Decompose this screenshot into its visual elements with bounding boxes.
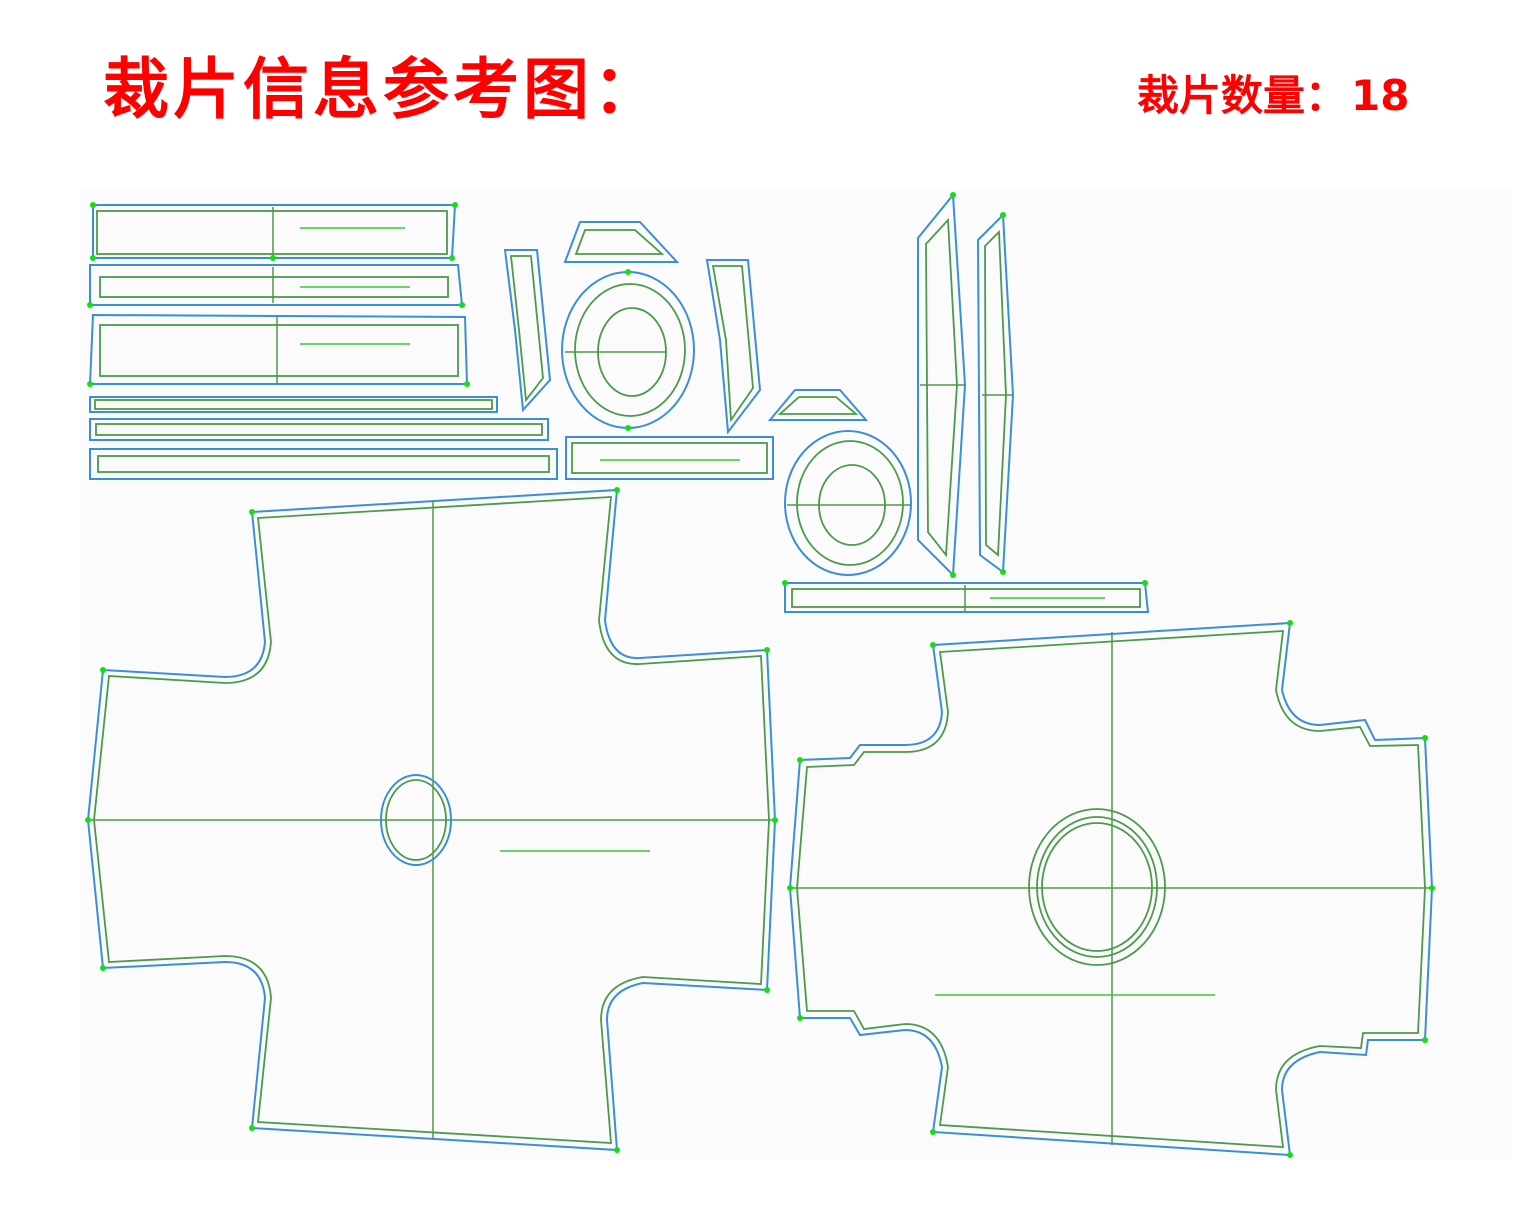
pattern-piece-front-body [86,488,777,1152]
pattern-piece-cuff-2 [705,259,762,435]
pattern-piece-strip-4 [89,396,498,413]
piece-count: 裁片数量：18 [1133,62,1409,123]
pattern-piece-strip-8 [784,582,1150,613]
pattern-piece-collar-1 [561,271,695,429]
pattern-piece-tab-2 [767,389,869,421]
pattern-piece-strip-3 [88,313,469,385]
pattern-piece-back-body [788,621,1434,1157]
pattern-canvas [80,190,1512,1160]
pattern-piece-tab-1 [563,221,680,263]
pattern-piece-strip-1 [92,204,457,259]
pattern-piece-strip-5 [89,418,549,441]
pattern-piece-strip-2 [89,264,464,306]
piece-count-value: 18 [1351,71,1410,120]
pattern-piece-cuff-1 [503,249,552,413]
page-title: 裁片信息参考图： [103,51,663,128]
pattern-piece-strip-6 [89,448,558,480]
pattern-piece-strip-7 [565,436,774,480]
pattern-piece-collar-2 [784,430,912,576]
pattern-piece-placket-2 [976,212,1015,574]
pattern-points [85,192,1435,1158]
piece-count-label: 裁片数量： [1137,71,1348,120]
pattern-piece-placket-1 [917,192,967,578]
